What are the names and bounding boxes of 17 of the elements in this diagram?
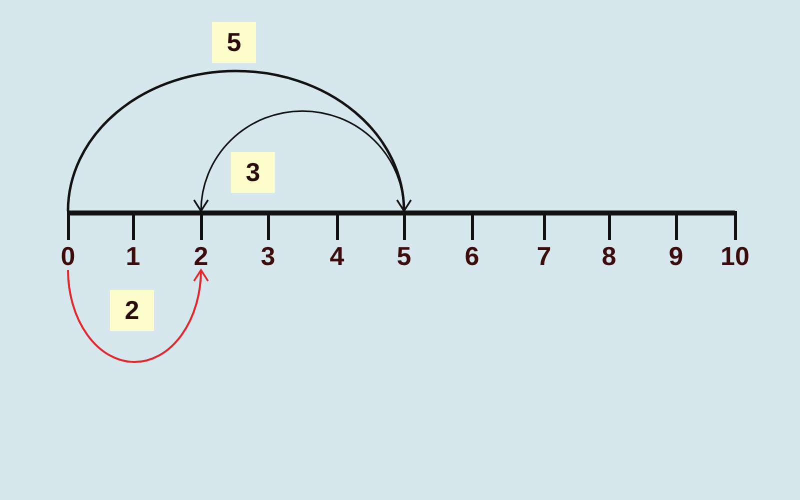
tick-number: 4 (330, 243, 344, 269)
tick-number: 2 (194, 243, 208, 269)
tick-number: 1 (126, 243, 140, 269)
tick-number: 0 (60, 243, 76, 269)
arc-arrow (66, 70, 412, 212)
tick-number: 10 (720, 243, 750, 269)
tick-number: 7 (536, 243, 552, 269)
tick-number: 6 (464, 243, 480, 269)
tick-number: 9 (668, 243, 684, 269)
tick-number: 8 (602, 243, 616, 269)
tick-number: 5 (396, 243, 412, 269)
tick-number: 3 (260, 243, 276, 269)
arc-arrow (67, 269, 208, 363)
edge-label: 2 (110, 290, 154, 331)
arc-arrow (194, 110, 405, 212)
edge-label: 3 (231, 152, 275, 193)
edge-label: 5 (212, 22, 256, 63)
